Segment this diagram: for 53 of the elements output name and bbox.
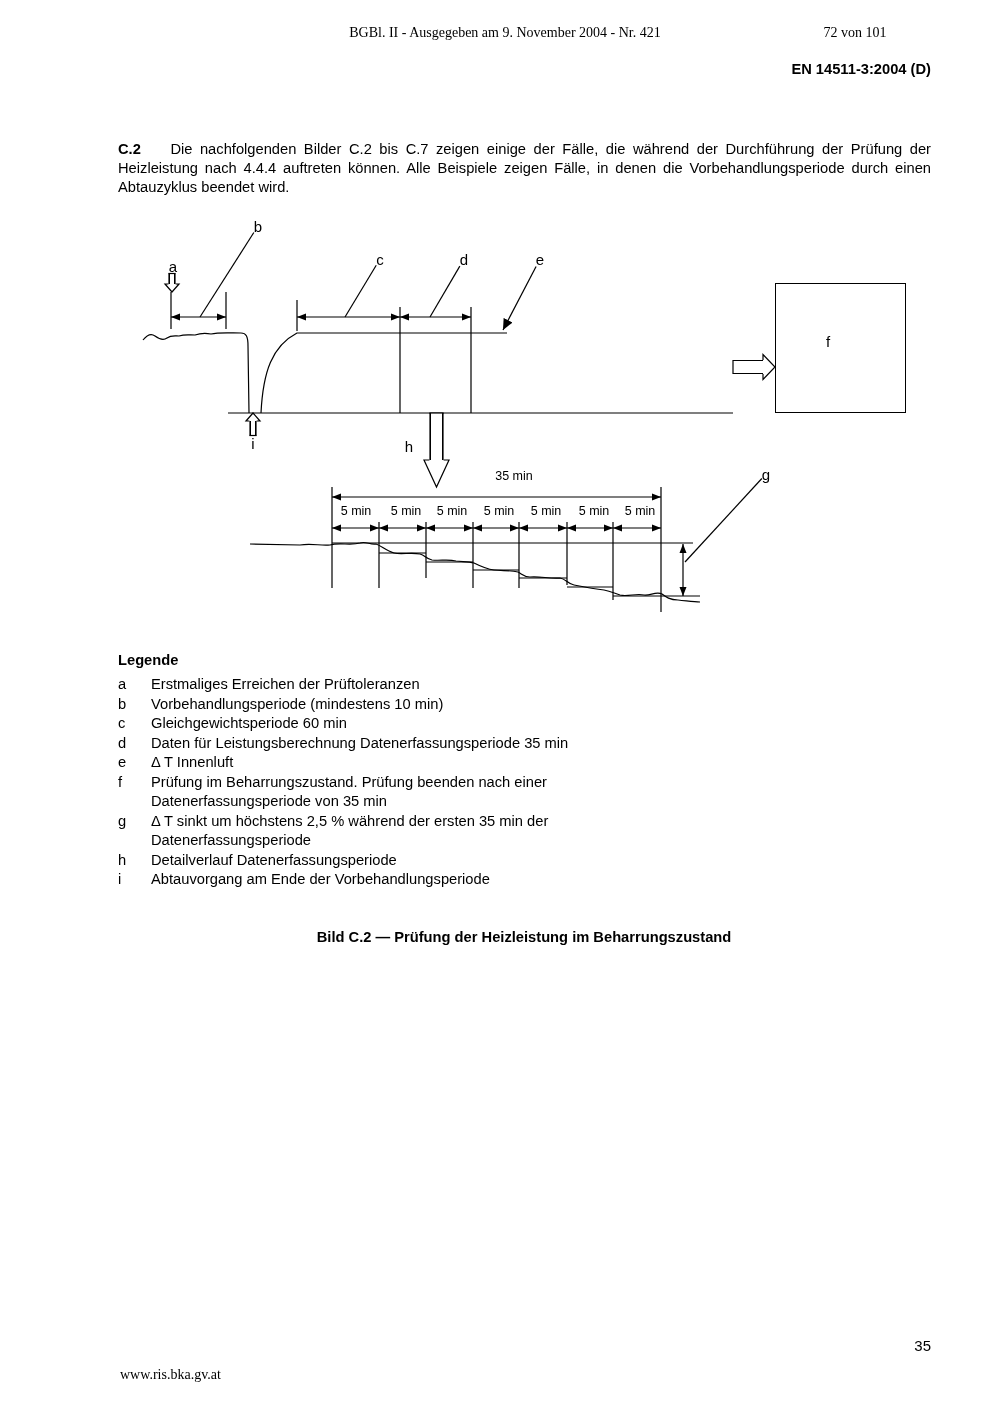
key-letter: e (118, 753, 127, 772)
dimension-label: 5 min (436, 505, 468, 519)
key-description: Abtauvorgang am Ende der Vorbehandlungsperiode (151, 870, 490, 889)
hollow-arrow (164, 272, 180, 293)
page-number: 35 (914, 1337, 931, 1355)
dimension-label: 5 min (578, 505, 610, 519)
curve-drawing (142, 291, 734, 414)
callout-letter: d (459, 251, 469, 267)
intro-paragraph: C.2 Die nachfolgenden Bilder C.2 bis C.7 zeigen einige der Fälle, die während der Durchführung der Prüfung der Heizleistung nach 4.4.4 auftreten können. Alle Beispiele zeigen Fälle, in denen die Vorbehandlungsperiode durch einen Abtauzyklus beendet wird. (118, 140, 931, 197)
dimension-label: 5 min (530, 505, 562, 519)
detail-curve-drawing (249, 486, 701, 613)
figure-caption: Bild C.2 — Prüfung der Heizleistung im Beharrungszustand (316, 928, 732, 946)
leader-line (344, 264, 377, 318)
dimension-label: 5 min (340, 505, 372, 519)
key-description: Daten für Leistungsberechnung Datenerfassungsperiode 35 min (151, 733, 569, 753)
leader-arrow (502, 265, 537, 331)
dimension-label: 35 min (495, 470, 533, 484)
key-letter: a (118, 675, 127, 694)
key-letter: f (118, 772, 123, 792)
dimension-label: 5 min (390, 505, 422, 519)
key-letter: b (118, 694, 127, 714)
key-letter: d (118, 733, 127, 753)
callout-letter: c (376, 251, 384, 267)
hollow-arrow (245, 412, 261, 437)
key-letter: i (118, 870, 122, 889)
key-description: Vorbehandlungsperiode (mindestens 10 min) (151, 694, 444, 714)
key-letter: c (118, 714, 126, 733)
callout-letter: g (761, 466, 771, 482)
key-description: Δ T sinkt um höchstens 2,5 % während der ersten 35 min der Datenerfassungsperiode (151, 811, 550, 850)
key-description: Prüfung im Beharrungszustand. Prüfung beenden nach einer Datenerfassungsperiode von 35 min (151, 772, 548, 811)
callout-letter: e (535, 251, 545, 267)
page-count: 72 von 101 (823, 25, 887, 41)
key-description: Gleichgewichtsperiode 60 min (151, 714, 347, 733)
key-letter: h (118, 850, 127, 870)
standard-number: EN 14511-3:2004 (D) (791, 60, 931, 78)
hollow-arrow (732, 353, 776, 381)
callout-letter: a (168, 258, 178, 274)
key-description: Detailverlauf Datenerfassungsperiode (151, 850, 397, 870)
callout-letter: b (253, 218, 263, 234)
key-description: Δ T Innenluft (151, 753, 234, 772)
stage-box: f (775, 283, 906, 413)
dimension-label: 5 min (624, 505, 656, 519)
running-header: BGBl. II - Ausgegeben am 9. November 2004 - Nr. 421 (349, 25, 661, 41)
key-description: Erstmaliges Erreichen der Prüftoleranzen (151, 675, 420, 694)
hollow-arrow (423, 412, 450, 488)
dimension-label: 5 min (483, 505, 515, 519)
leader-line (429, 265, 461, 318)
key-letter: g (118, 811, 127, 831)
leader-line (684, 477, 763, 563)
callout-letter: i (251, 435, 255, 451)
leader-line (199, 231, 255, 318)
legend-heading: Legende (118, 651, 179, 669)
source-url: www.ris.bka.gv.at (120, 1367, 221, 1383)
